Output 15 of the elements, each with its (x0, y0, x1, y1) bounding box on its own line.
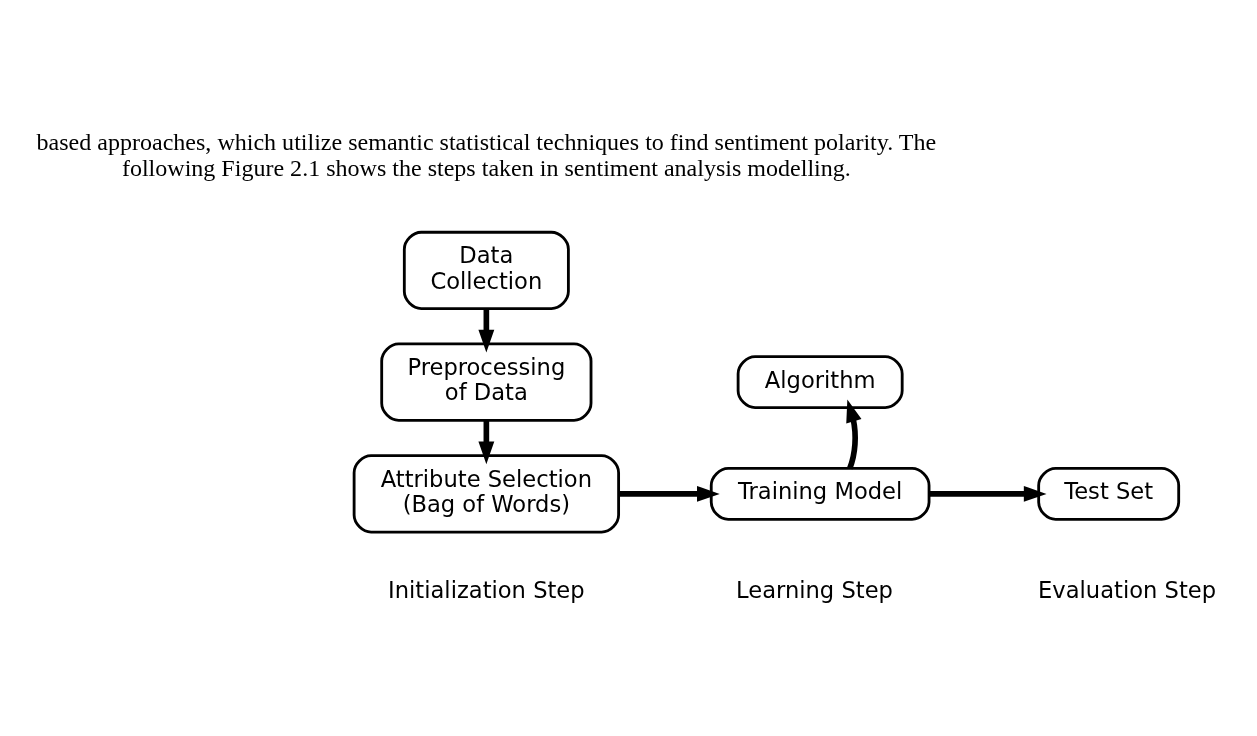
arrow (929, 485, 1047, 502)
node-box: Algorithm (736, 355, 904, 409)
label: based approaches, which utilize semantic statistical techniques to find sentiment polarity. The following Figure 2.1 shows the steps taken in sentiment analysis modelling. (36, 128, 937, 182)
node-box: Training Model (709, 467, 931, 521)
node-box: Data Collection (402, 230, 570, 310)
node-box: Attribute Selection (Bag of Words) (352, 454, 620, 534)
label: Initialization Step (388, 577, 585, 604)
arrow (478, 420, 495, 465)
arrow (618, 485, 720, 502)
arrow (846, 399, 862, 470)
node-box: Test Set (1037, 467, 1181, 521)
label: Learning Step (736, 577, 893, 604)
node-box: Preprocessing of Data (380, 342, 593, 422)
label: Evaluation Step (1038, 577, 1217, 604)
arrow (478, 308, 495, 353)
